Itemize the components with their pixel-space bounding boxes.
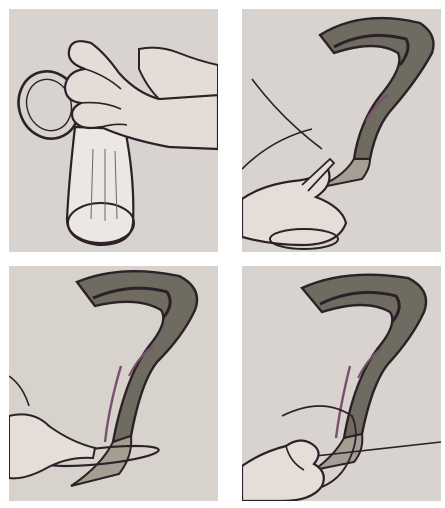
hand-condom-illustration: [9, 9, 218, 252]
insertion-side-view-illustration: [242, 9, 441, 252]
panel-step-3: [9, 266, 218, 501]
ring-pushed-illustration: [9, 266, 218, 501]
panel-step-2: [242, 9, 441, 252]
outer-ring-positioned-illustration: [242, 266, 441, 501]
panel-step-1: [9, 9, 218, 252]
panel-step-4: [242, 266, 441, 501]
